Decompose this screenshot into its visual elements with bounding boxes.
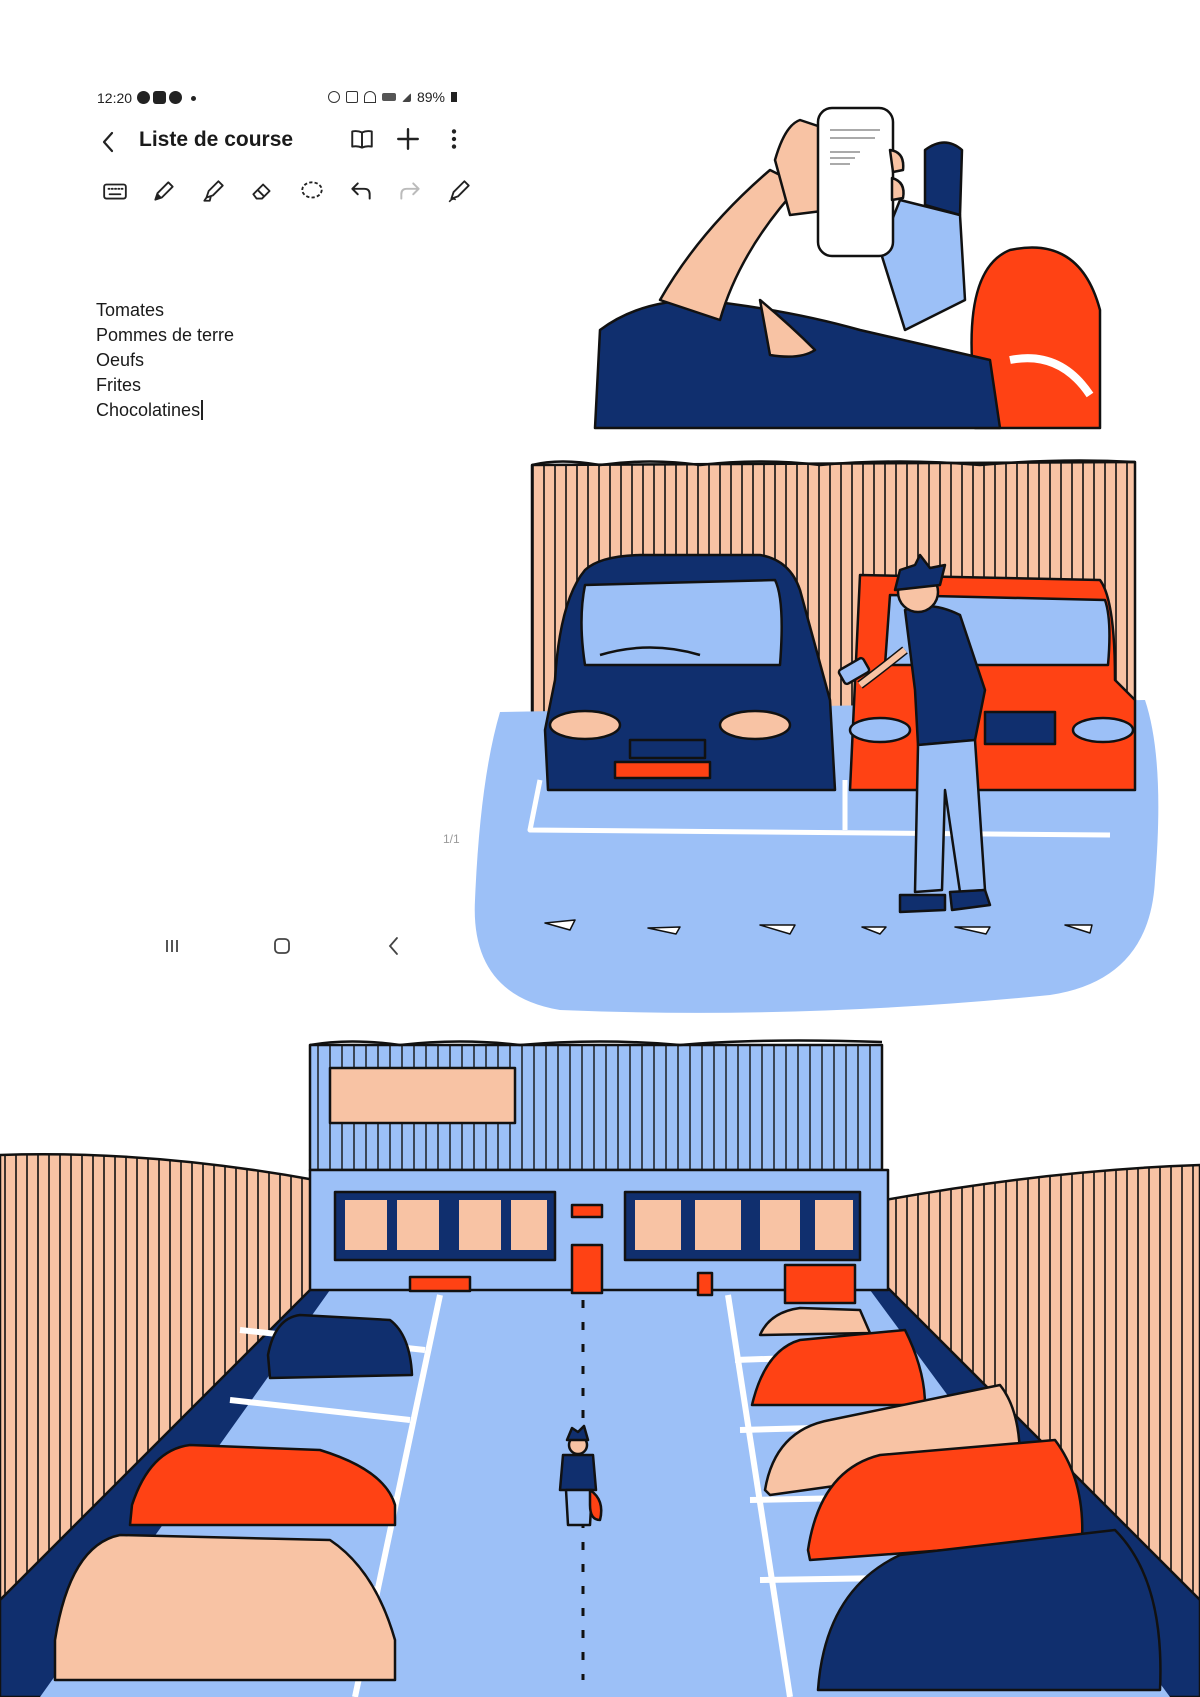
mute-icon — [345, 91, 358, 103]
list-item[interactable]: Pommes de terre — [96, 325, 235, 345]
text-cursor — [201, 400, 203, 420]
more-icon[interactable] — [441, 126, 467, 152]
redo-icon[interactable] — [397, 178, 423, 204]
panel-phone-view — [593, 106, 1102, 430]
plus-icon[interactable] — [395, 126, 421, 152]
book-icon[interactable] — [349, 126, 375, 152]
drawing-toolbar — [102, 178, 472, 206]
youtube-icon — [153, 91, 166, 104]
app-actions — [349, 126, 467, 152]
page-indicator: 1/1 — [443, 832, 460, 846]
lasso-icon[interactable] — [299, 178, 325, 204]
highlighter-icon[interactable] — [200, 178, 226, 204]
list-item[interactable]: Tomates — [96, 300, 165, 320]
list-item[interactable]: Oeufs — [96, 350, 145, 370]
list-item[interactable]: Frites — [96, 375, 141, 395]
home-icon[interactable] — [270, 934, 294, 958]
volte-icon — [381, 93, 396, 101]
whatsapp-icon — [137, 91, 150, 104]
settings-icon — [169, 91, 182, 104]
note-title[interactable]: Liste de course — [139, 128, 294, 151]
back-arrow-icon[interactable] — [97, 130, 121, 154]
battery-level: 89% — [416, 89, 445, 105]
signal-icon — [401, 92, 411, 102]
list-item-text: Chocolatines — [96, 400, 201, 420]
notification-icons — [137, 91, 196, 104]
panel-parking-cars — [474, 459, 1159, 1013]
back-icon[interactable] — [382, 934, 406, 958]
status-bar: 12:20 89% — [97, 88, 457, 110]
battery-icon — [451, 92, 457, 102]
panel-supermarket — [0, 1039, 1200, 1697]
undo-icon[interactable] — [348, 178, 374, 204]
pen-icon[interactable] — [151, 178, 177, 204]
more-notifications-icon — [191, 96, 196, 101]
eraser-icon[interactable] — [249, 178, 275, 204]
system-icons: 89% — [327, 89, 457, 105]
bluetooth-icon — [327, 91, 340, 103]
hotspot-icon — [363, 91, 376, 103]
pen-settings-icon[interactable] — [446, 178, 472, 204]
note-body[interactable]: Tomates Pommes de terre Oeufs Frites Cho… — [96, 298, 234, 423]
recent-apps-icon[interactable] — [160, 934, 184, 958]
app-bar: Liste de course — [97, 122, 467, 162]
navigation-bar — [150, 934, 410, 960]
list-item[interactable]: Chocolatines — [96, 398, 234, 423]
status-time: 12:20 — [97, 90, 133, 106]
keyboard-icon[interactable] — [102, 178, 128, 204]
